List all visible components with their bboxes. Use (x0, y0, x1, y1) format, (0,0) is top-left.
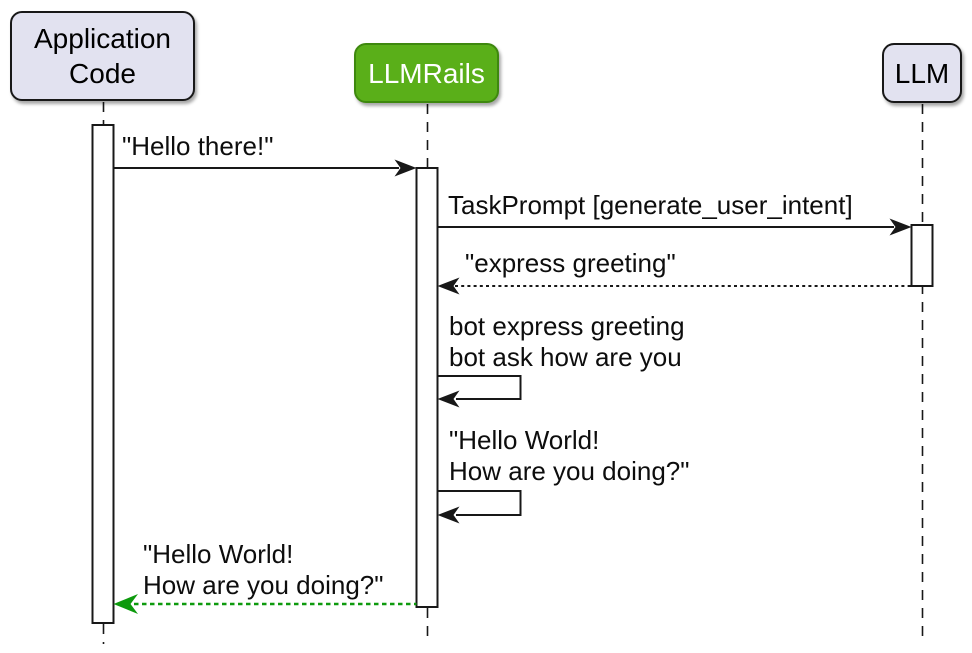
participant-label: LLMRails (368, 57, 485, 89)
message-label-bot-express: bot express greeting bot ask how are you (449, 311, 685, 372)
participant-label: Application (34, 23, 171, 54)
arrowhead-express-greeting (437, 277, 460, 295)
arrowhead-return-hello-world (113, 594, 138, 614)
message-label-taskprompt: TaskPrompt [generate_user_intent] (448, 190, 853, 220)
self-message-line-hello-world (437, 490, 522, 516)
participant-llm: LLM (882, 43, 962, 103)
self-message-line-bot-express (437, 375, 522, 400)
message-label-return-hello-world: "Hello World! How are you doing?" (143, 539, 384, 600)
participant-application-code: Application Code (10, 11, 195, 101)
activation-bar-application-code (91, 124, 115, 624)
arrowhead-hello-world-self (437, 506, 460, 524)
participant-label: LLM (894, 57, 950, 89)
arrowhead-taskprompt (889, 218, 912, 236)
arrowhead-bot-express (437, 390, 460, 408)
message-label-hello-world-self: "Hello World! How are you doing?" (449, 425, 690, 486)
activation-bar-llm (910, 224, 934, 287)
message-label-hello-there: "Hello there!" (122, 131, 274, 161)
message-label-express-greeting: "express greeting" (465, 248, 676, 278)
activation-bar-llmrails (415, 167, 439, 608)
arrowhead-hello-there (394, 159, 417, 177)
participant-llmrails: LLMRails (354, 43, 499, 103)
participant-label: Code (69, 58, 136, 89)
